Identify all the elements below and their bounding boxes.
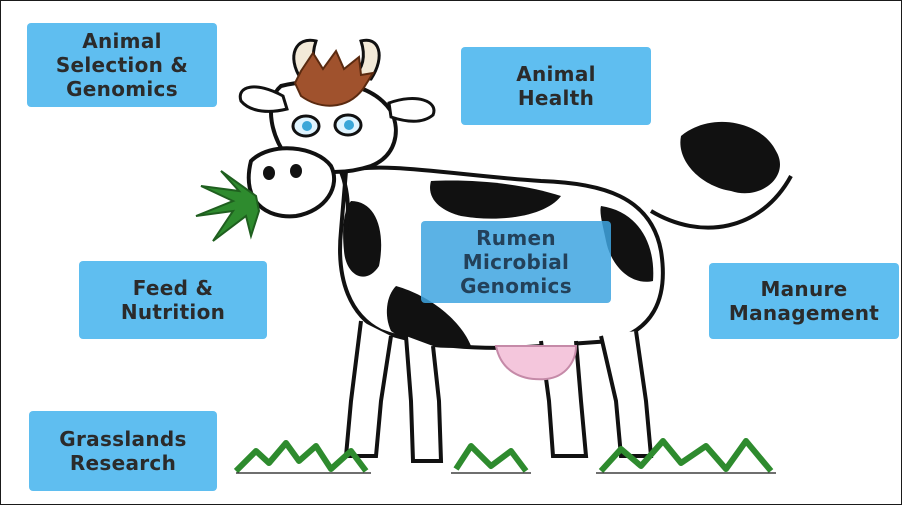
label-animal-selection-genomics: Animal Selection & Genomics	[27, 23, 217, 107]
tail-tuft	[680, 122, 780, 193]
label-manure-management: Manure Management	[709, 263, 899, 339]
label-animal-health: Animal Health	[461, 47, 651, 125]
grass-strip-icon	[236, 441, 771, 471]
label-feed-nutrition: Feed & Nutrition	[79, 261, 267, 339]
cow-muzzle	[249, 148, 334, 216]
label-rumen-microbial-genomics: Rumen Microbial Genomics	[421, 221, 611, 303]
label-grasslands-research: Grasslands Research	[29, 411, 217, 491]
